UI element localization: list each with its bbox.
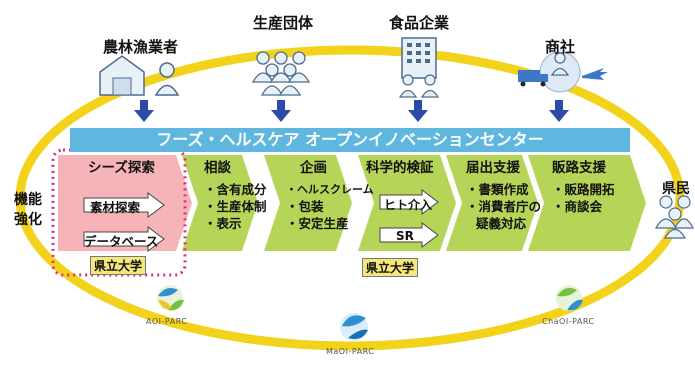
stage-item: ・安定生産 [286, 216, 349, 231]
aoi-parc-logo [157, 285, 184, 311]
logistics-icon [518, 51, 608, 93]
building-icon [398, 37, 440, 98]
stage-title: 相談 [204, 160, 231, 176]
logo-label-maoi: MaOI-PARC [326, 347, 375, 356]
chevron-sales [528, 155, 646, 251]
verify-item-human: ヒト介入 [384, 198, 433, 212]
farm-icon [99, 55, 180, 96]
logo-label-chaoi: ChaOI-PARC [542, 317, 595, 326]
stage-title: 届出支援 [466, 160, 520, 176]
stage-consult: 相談 ・含有成分 ・生産体制 ・表示 [204, 160, 267, 232]
down-arrows [134, 100, 569, 122]
stage-title: 企画 [300, 160, 327, 176]
chevron-filing [446, 155, 538, 251]
university-badge: 県立大学 [362, 258, 419, 277]
stage-item: ・生産体制 [204, 199, 267, 214]
stage-plan: 企画 ・ヘルスクレーム ・包装 ・安定生産 [286, 160, 374, 232]
verify-arrow-2 [379, 222, 439, 248]
stage-item: ・含有成分 [204, 182, 267, 197]
arrow-down-icon [271, 100, 291, 122]
chevron-consult [182, 155, 258, 251]
logo-label-aoi: AOI-PARC [146, 317, 188, 326]
arrow-down-icon [549, 100, 569, 122]
maoi-parc-logo [340, 313, 368, 341]
stage-title: シーズ探索 [88, 160, 155, 176]
chaoi-parc-logo [556, 285, 583, 311]
arrow-down-icon [134, 100, 154, 122]
stakeholder-label-food-companies: 食品企業 [389, 14, 450, 32]
stage-item: ・販路開拓 [552, 182, 615, 197]
stage-verify: 科学的検証 [366, 160, 434, 181]
stakeholder-label-farmers: 農林漁業者 [103, 38, 179, 56]
citizens-icon [654, 195, 694, 239]
stage-item: ・消費者庁の [466, 199, 542, 214]
stage-filing: 届出支援 ・書類作成 ・消費者庁の 疑義対応 [466, 160, 541, 232]
stage-item: ・商談会 [552, 199, 603, 214]
stage-title: 科学的検証 [366, 160, 434, 176]
stakeholder-label-producers: 生産団体 [253, 14, 314, 32]
stage-item: ・書類作成 [466, 182, 529, 197]
stage-item: ・包装 [286, 199, 324, 214]
people-group-icon [251, 51, 311, 96]
right-label: 県民 [662, 181, 690, 197]
left-label: 機能 強化 [14, 192, 42, 228]
stage-item: ・ヘルスクレーム [286, 183, 374, 196]
stage-seeds: シーズ探索 [88, 160, 155, 181]
stage-title: 販路支援 [552, 160, 606, 176]
stage-sales: 販路支援 ・販路開拓 ・商談会 [552, 160, 615, 215]
university-badge: 県立大学 [90, 256, 147, 275]
seeds-item-database: データベース [84, 234, 159, 249]
stage-item: ・表示 [204, 216, 242, 231]
arrow-down-icon [408, 100, 428, 122]
stage-item: 疑義対応 [476, 216, 527, 231]
process-chevrons [58, 155, 646, 251]
verify-item-sr: SR [396, 229, 414, 243]
center-banner: フーズ・ヘルスケア オープンイノベーションセンター [70, 128, 630, 152]
verify-arrow-1 [379, 189, 439, 215]
seeds-arrow-2 [83, 226, 165, 252]
seeds-arrow-1 [83, 192, 165, 218]
seeds-item-materials: 素材探索 [90, 200, 141, 215]
chevron-plan [264, 155, 352, 251]
stakeholder-label-trading-companies: 商社 [545, 38, 576, 56]
